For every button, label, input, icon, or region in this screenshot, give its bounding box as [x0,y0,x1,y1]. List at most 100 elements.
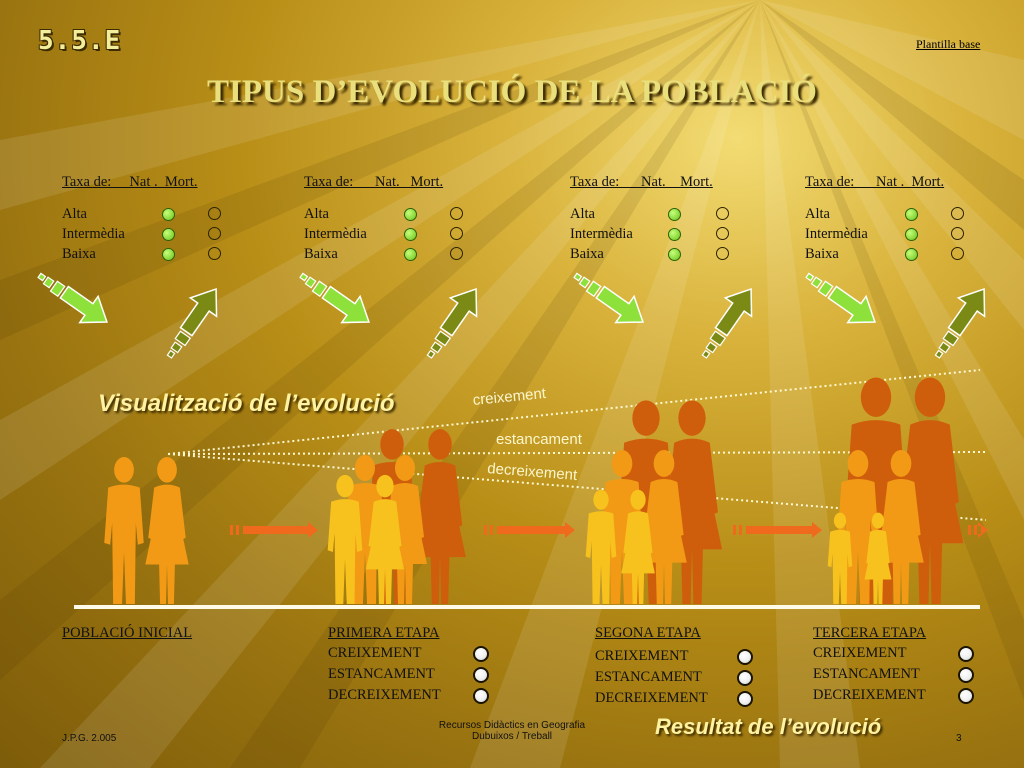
green-double-arrow-down-right-icon [37,272,108,324]
rate-row-label: Baixa [62,246,96,262]
stage-option-label: DECREIXEMENT [595,690,708,706]
natality-indicator-dot[interactable] [162,248,175,261]
stage-option-radio[interactable] [737,649,753,665]
natality-indicator-dot[interactable] [162,228,175,241]
person-man-figure [585,489,617,604]
person-woman-figure [661,400,723,604]
timeline-baseline [74,605,980,609]
flow-arrow-right [733,522,822,538]
natality-indicator-dot[interactable] [668,228,681,241]
mortality-indicator-dot[interactable] [951,207,964,220]
page-number: 3 [956,733,962,744]
person-woman-figure [878,450,924,604]
mortality-indicator-dot[interactable] [208,207,221,220]
rate-panel-header: Taxa de: Nat. Mort. [570,174,713,190]
natality-indicator-dot[interactable] [404,208,417,221]
template-link[interactable]: Plantilla base [916,37,981,51]
stage-option-radio[interactable] [958,688,974,704]
natality-indicator-dot[interactable] [668,248,681,261]
rate-panel-header: Taxa de: Nat . Mort. [805,174,945,190]
footer-credits-line2: Dubuixos / Treball [471,731,553,742]
rate-panel-header: Taxa de: Nat . Mort. [62,174,198,190]
rate-row-label: Intermèdia [570,226,633,242]
trend-line-stagnation [167,451,987,455]
stage-block: TERCERA ETAPA CREIXEMENT ESTANCAMENT DECREI… [813,625,988,710]
person-woman-figure [145,456,189,604]
stage-option-label: CREIXEMENT [813,645,907,661]
trend-label-stagnation: estancament [496,431,582,448]
stage-title: TERCERA ETAPA [813,625,927,641]
mortality-indicator-dot[interactable] [450,247,463,260]
natality-indicator-dot[interactable] [905,228,918,241]
rate-row-label: Intermèdia [304,226,367,242]
person-man-figure [104,456,144,604]
rate-row-label: Intermèdia [62,226,125,242]
green-double-arrow-down-right-icon [299,272,370,324]
person-woman-figure [365,474,405,604]
stage-option-radio[interactable] [473,688,489,704]
olive-double-arrow-up-right-icon [701,288,753,359]
natality-indicator-dot[interactable] [404,248,417,261]
mortality-indicator-dot[interactable] [716,247,729,260]
rate-row-label: Alta [570,206,595,222]
flow-arrow-right [484,522,575,538]
rate-row-label: Intermèdia [805,226,868,242]
rate-row-label: Alta [304,206,329,222]
page-title: TIPUS D’EVOLUCIÓ DE LA POBLACIÓ [207,74,817,110]
visualization-title: Visualització de l’evolució [98,390,395,417]
mortality-indicator-dot[interactable] [208,227,221,240]
rate-row-label: Baixa [805,246,839,262]
stage-option-radio[interactable] [737,670,753,686]
stage-option-label: CREIXEMENT [595,648,689,664]
green-double-arrow-down-right-icon [573,272,644,324]
stage-option-radio[interactable] [958,667,974,683]
stage-option-label: DECREIXEMENT [328,687,441,703]
stage-option-radio[interactable] [473,667,489,683]
trend-line-growth [167,369,981,455]
green-double-arrow-down-right-icon [805,272,876,324]
olive-double-arrow-up-right-icon [166,288,218,359]
stage-title: SEGONA ETAPA [595,625,701,641]
rate-panel-header: Taxa de: Nat. Mort. [304,174,444,190]
stage-option-radio[interactable] [473,646,489,662]
stage-option-label: DECREIXEMENT [813,687,926,703]
mortality-indicator-dot[interactable] [716,227,729,240]
olive-double-arrow-up-right-icon [426,288,478,359]
person-woman-figure [864,512,892,604]
mortality-indicator-dot[interactable] [208,247,221,260]
natality-indicator-dot[interactable] [668,208,681,221]
natality-indicator-dot[interactable] [162,208,175,221]
person-woman-figure [621,489,655,604]
natality-indicator-dot[interactable] [905,248,918,261]
footer-author: J.P.G. 2.005 [62,733,117,744]
slide-badge: 5.5.E [38,26,122,56]
stage-option-label: ESTANCAMENT [595,669,702,685]
footer-credits-line1: Recursos Didàctics en Geografia [438,720,586,731]
person-man-figure [327,474,363,604]
stage-title: POBLACIÓ INICIAL [62,625,193,641]
stage-option-label: ESTANCAMENT [813,666,920,682]
stage-option-radio[interactable] [737,691,753,707]
rate-row-label: Baixa [304,246,338,262]
mortality-indicator-dot[interactable] [450,207,463,220]
person-man-figure [827,512,853,604]
mortality-indicator-dot[interactable] [450,227,463,240]
natality-indicator-dot[interactable] [905,208,918,221]
rate-row-label: Baixa [570,246,604,262]
mortality-indicator-dot[interactable] [951,247,964,260]
flow-arrow-right [968,522,988,538]
footer-credits: Recursos Didàctics en Geografia Dubuixos… [412,720,612,742]
mortality-indicator-dot[interactable] [951,227,964,240]
stage-title: PRIMERA ETAPA [328,625,440,641]
stage-block: SEGONA ETAPA CREIXEMENT ESTANCAMENT DECREIX… [595,625,770,710]
mortality-indicator-dot[interactable] [716,207,729,220]
person-woman-figure [896,377,964,604]
stage-option-radio[interactable] [958,646,974,662]
stage-option-label: CREIXEMENT [328,645,422,661]
natality-indicator-dot[interactable] [404,228,417,241]
